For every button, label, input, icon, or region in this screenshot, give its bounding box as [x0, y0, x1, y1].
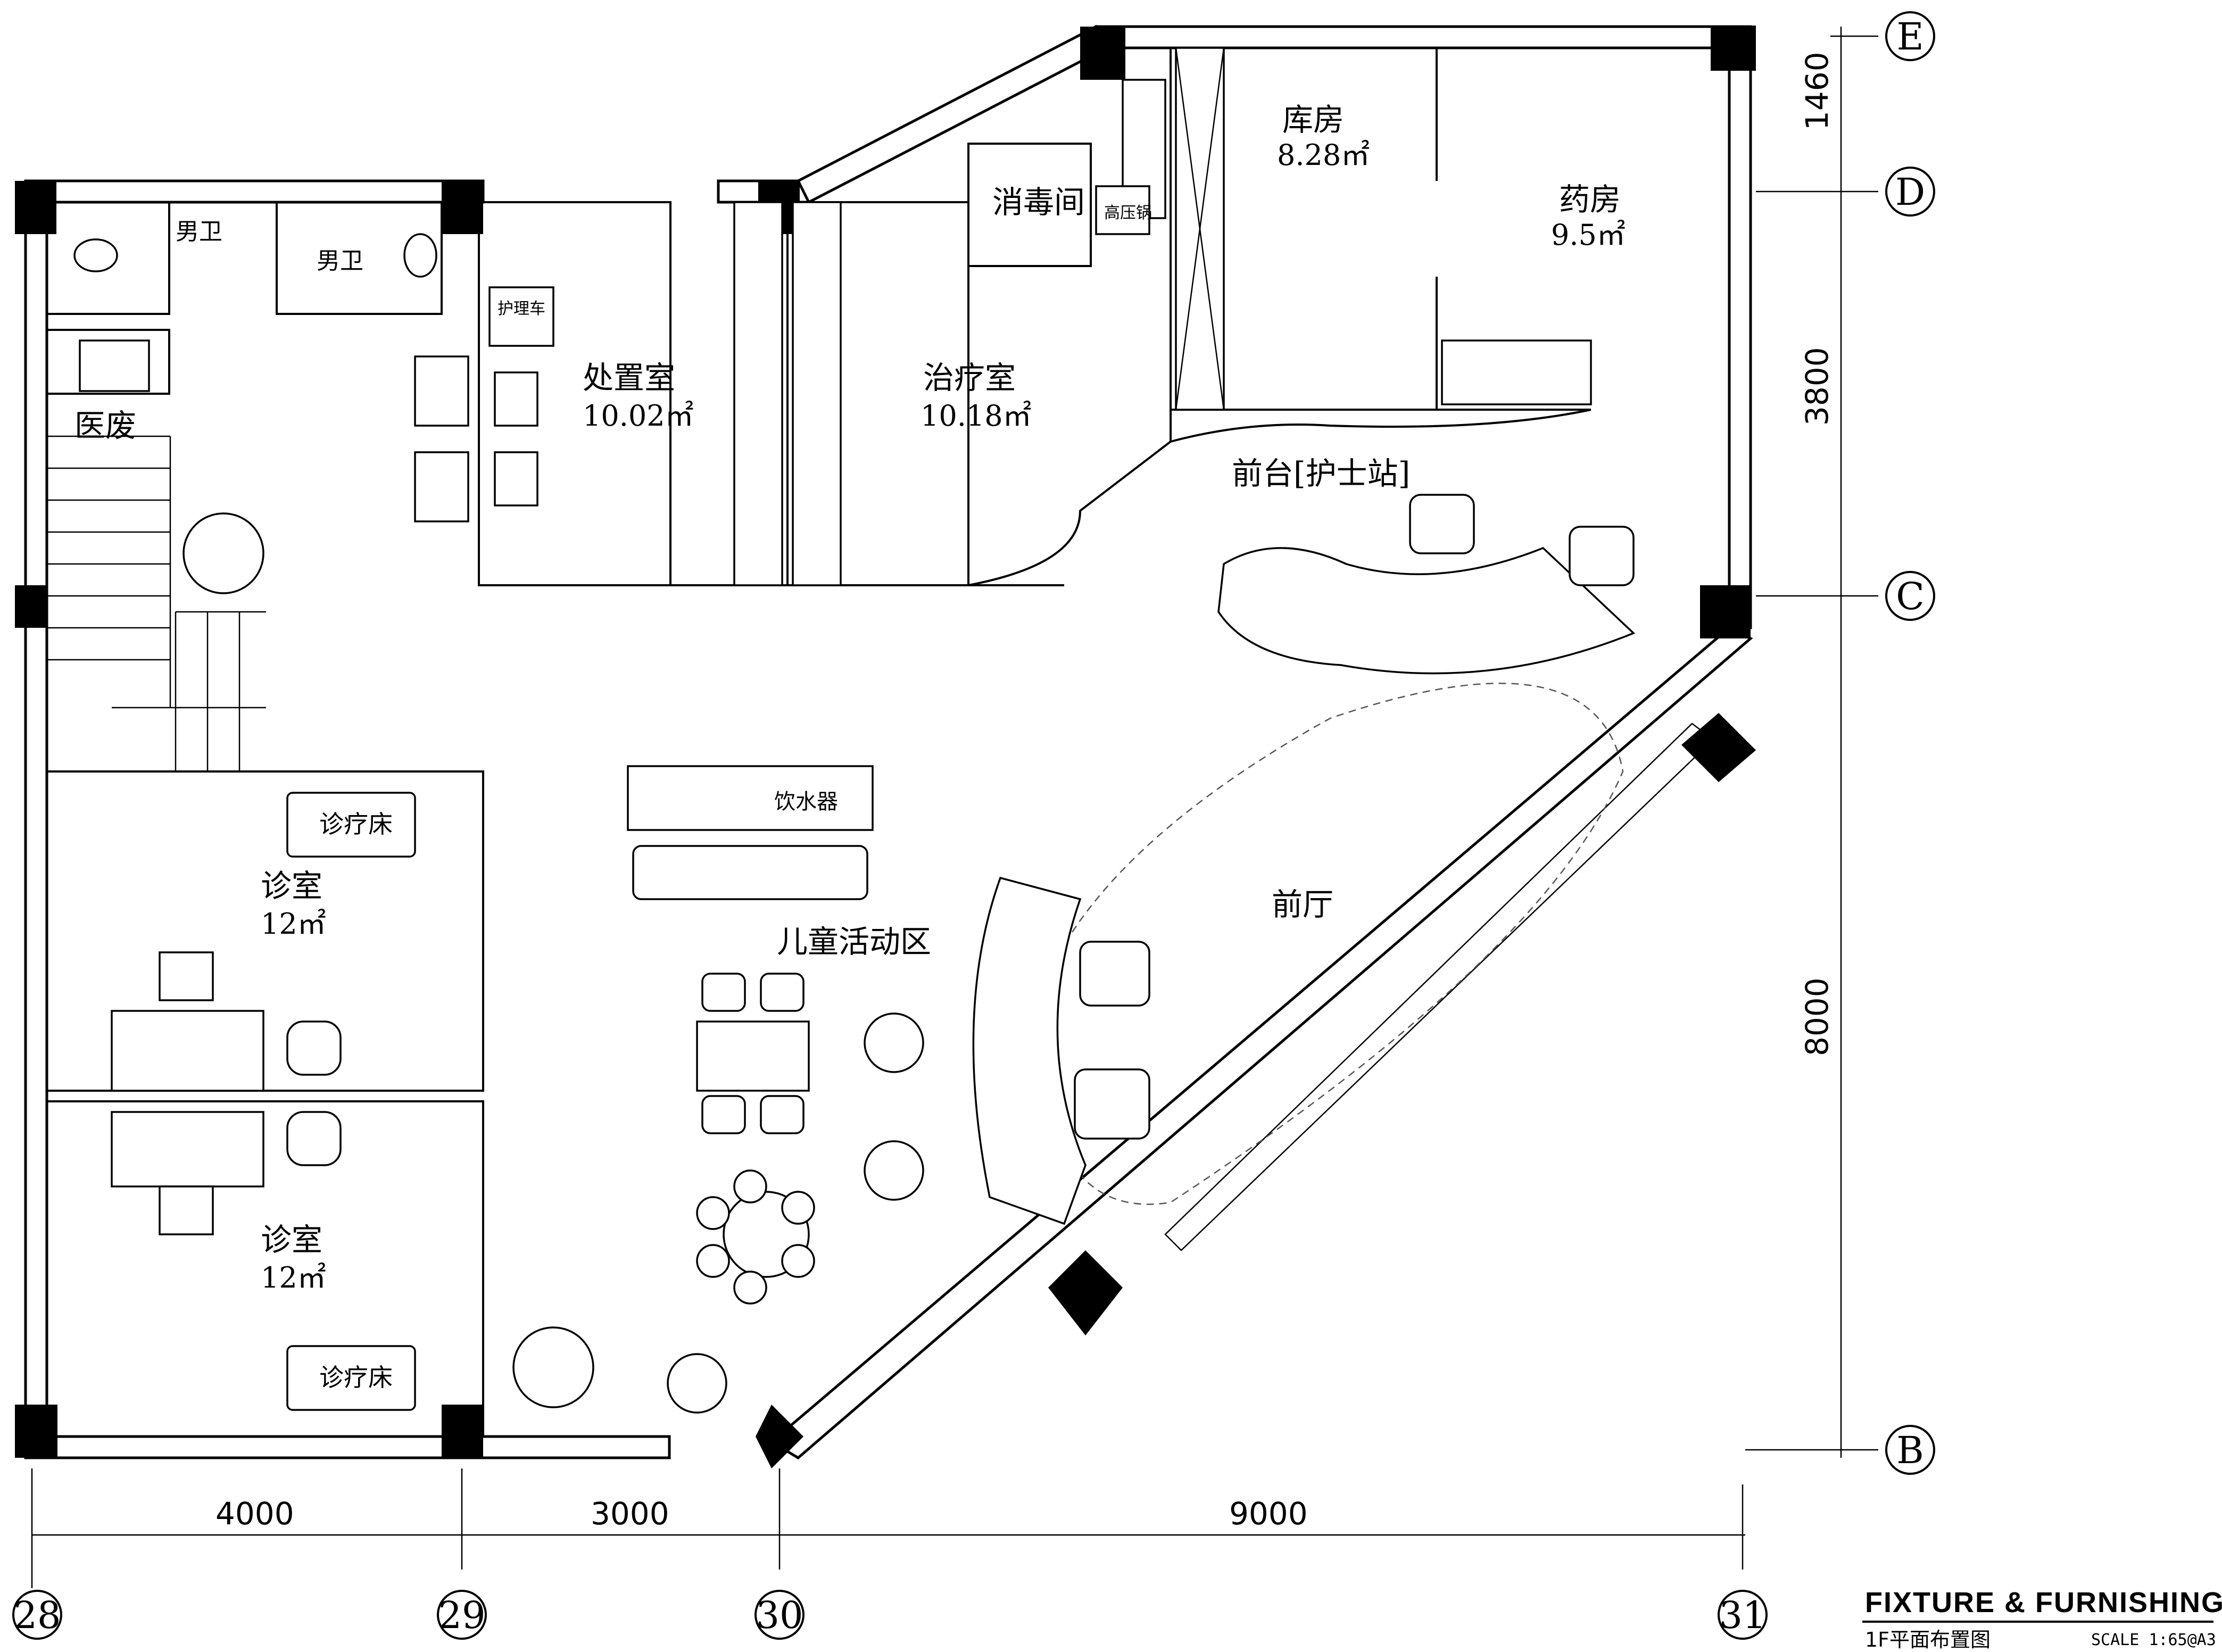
- room-label-disinfection: 消毒间: [992, 184, 1085, 220]
- water-dispenser-label: 饮水器: [774, 790, 838, 814]
- room-area-exam-1: 12㎡: [261, 907, 326, 941]
- room-area-pharmacy: 9.5㎡: [1551, 218, 1626, 252]
- sink-icon: [494, 451, 538, 507]
- sink-icon: [414, 355, 469, 427]
- room-label-mens-wc: 男卫: [176, 218, 222, 245]
- autoclave-label: 高压锅: [1104, 204, 1152, 222]
- svg-text:C: C: [1896, 575, 1925, 618]
- room-labels: 男卫 男卫 医废 处置室 10.02㎡ 护理车 消毒间 高压锅 治疗室 10.1…: [74, 102, 1626, 1392]
- toilet-icon: [73, 238, 118, 272]
- room-label-reception: 前台[护士站]: [1232, 455, 1410, 492]
- staircase: [47, 435, 266, 771]
- room-label-therapy: 治疗室: [923, 360, 1016, 396]
- svg-text:D: D: [1895, 170, 1925, 214]
- lobby-chair: [1074, 1068, 1150, 1140]
- room-label-lobby: 前厅: [1272, 886, 1333, 923]
- svg-text:E: E: [1896, 15, 1923, 59]
- room-label-mens-wc: 男卫: [317, 247, 363, 275]
- dim-bottom-3: 9000: [1229, 1496, 1308, 1532]
- sink-icon: [494, 371, 538, 427]
- svg-text:30: 30: [756, 1593, 803, 1637]
- grid-bubble-B: [1885, 1425, 1935, 1475]
- room-area-therapy: 10.18㎡: [921, 399, 1032, 433]
- svg-text:29: 29: [438, 1593, 485, 1637]
- dim-bottom-1: 4000: [215, 1496, 294, 1532]
- room-label-medical-waste: 医废: [74, 408, 136, 444]
- room-label-storage: 库房: [1282, 102, 1344, 138]
- svg-text:28: 28: [13, 1593, 61, 1637]
- drawing-scale: SCALE 1:65@A3: [2091, 1631, 2216, 1649]
- dimension-lines: 4000 3000 9000 1460 3800 8000: [31, 27, 1878, 1570]
- room-label-exam-2: 诊室: [261, 1222, 322, 1258]
- lobby-chair: [1079, 941, 1150, 1007]
- sink-icon: [79, 339, 150, 392]
- dim-right-2: 3800: [1799, 347, 1835, 426]
- grid-bubble-D: [1885, 167, 1935, 217]
- grid-bubble-30: [755, 1590, 805, 1640]
- room-area-exam-2: 12㎡: [261, 1261, 326, 1294]
- grid-bubble-28: [12, 1590, 62, 1640]
- lobby-rug: [1037, 683, 1624, 1205]
- room-area-treatment-prep: 10.02㎡: [583, 399, 694, 433]
- interior-walls: [46, 48, 1591, 1438]
- lobby-sofa: [972, 876, 1087, 1225]
- title-block: FIXTURE & FURNISHING PLAN 1F平面布置图 SCALE …: [1862, 1587, 2222, 1651]
- bench: [632, 845, 868, 900]
- room-label-kids-area: 儿童活动区: [777, 924, 931, 960]
- room-label-pharmacy: 药房: [1559, 181, 1621, 218]
- plant-icon: [512, 1326, 594, 1408]
- reception-chair: [1569, 526, 1635, 586]
- exam-bed-label-1: 诊疗床: [319, 810, 393, 839]
- water-dispenser-cabinet: [627, 765, 874, 831]
- drawing-subtitle: 1F平面布置图: [1865, 1628, 1991, 1651]
- room-label-exam-1: 诊室: [261, 868, 322, 904]
- dim-right-1: 1460: [1799, 52, 1835, 130]
- nursing-cart: [488, 286, 554, 347]
- room-label-treatment-prep: 处置室: [583, 360, 675, 396]
- grid-bubble-29: [437, 1590, 487, 1640]
- drawing-title: FIXTURE & FURNISHING PLAN: [1865, 1587, 2222, 1618]
- furniture: [73, 47, 1636, 1414]
- toilet-icon: [403, 233, 437, 278]
- grid-bubble-31: [1718, 1590, 1768, 1640]
- grid-bubble-C: [1885, 571, 1935, 621]
- reception-counter: [1217, 546, 1636, 675]
- svg-text:31: 31: [1719, 1593, 1766, 1637]
- grid-axes: 28 29 30 31 E D C B: [12, 11, 1935, 1640]
- plant-icon: [183, 512, 264, 594]
- cart-label: 护理车: [498, 300, 545, 318]
- autoclave: [1095, 185, 1150, 235]
- cabinet-row: [733, 47, 1225, 586]
- dim-right-3: 8000: [1799, 977, 1835, 1056]
- grid-bubble-E: [1885, 11, 1935, 61]
- dim-bottom-2: 3000: [591, 1496, 669, 1532]
- sink-icon: [414, 451, 469, 522]
- room-area-storage: 8.28㎡: [1277, 138, 1370, 172]
- exam-bed-label-2: 诊疗床: [319, 1363, 393, 1392]
- reception-chair: [1409, 494, 1475, 554]
- svg-text:B: B: [1896, 1429, 1923, 1472]
